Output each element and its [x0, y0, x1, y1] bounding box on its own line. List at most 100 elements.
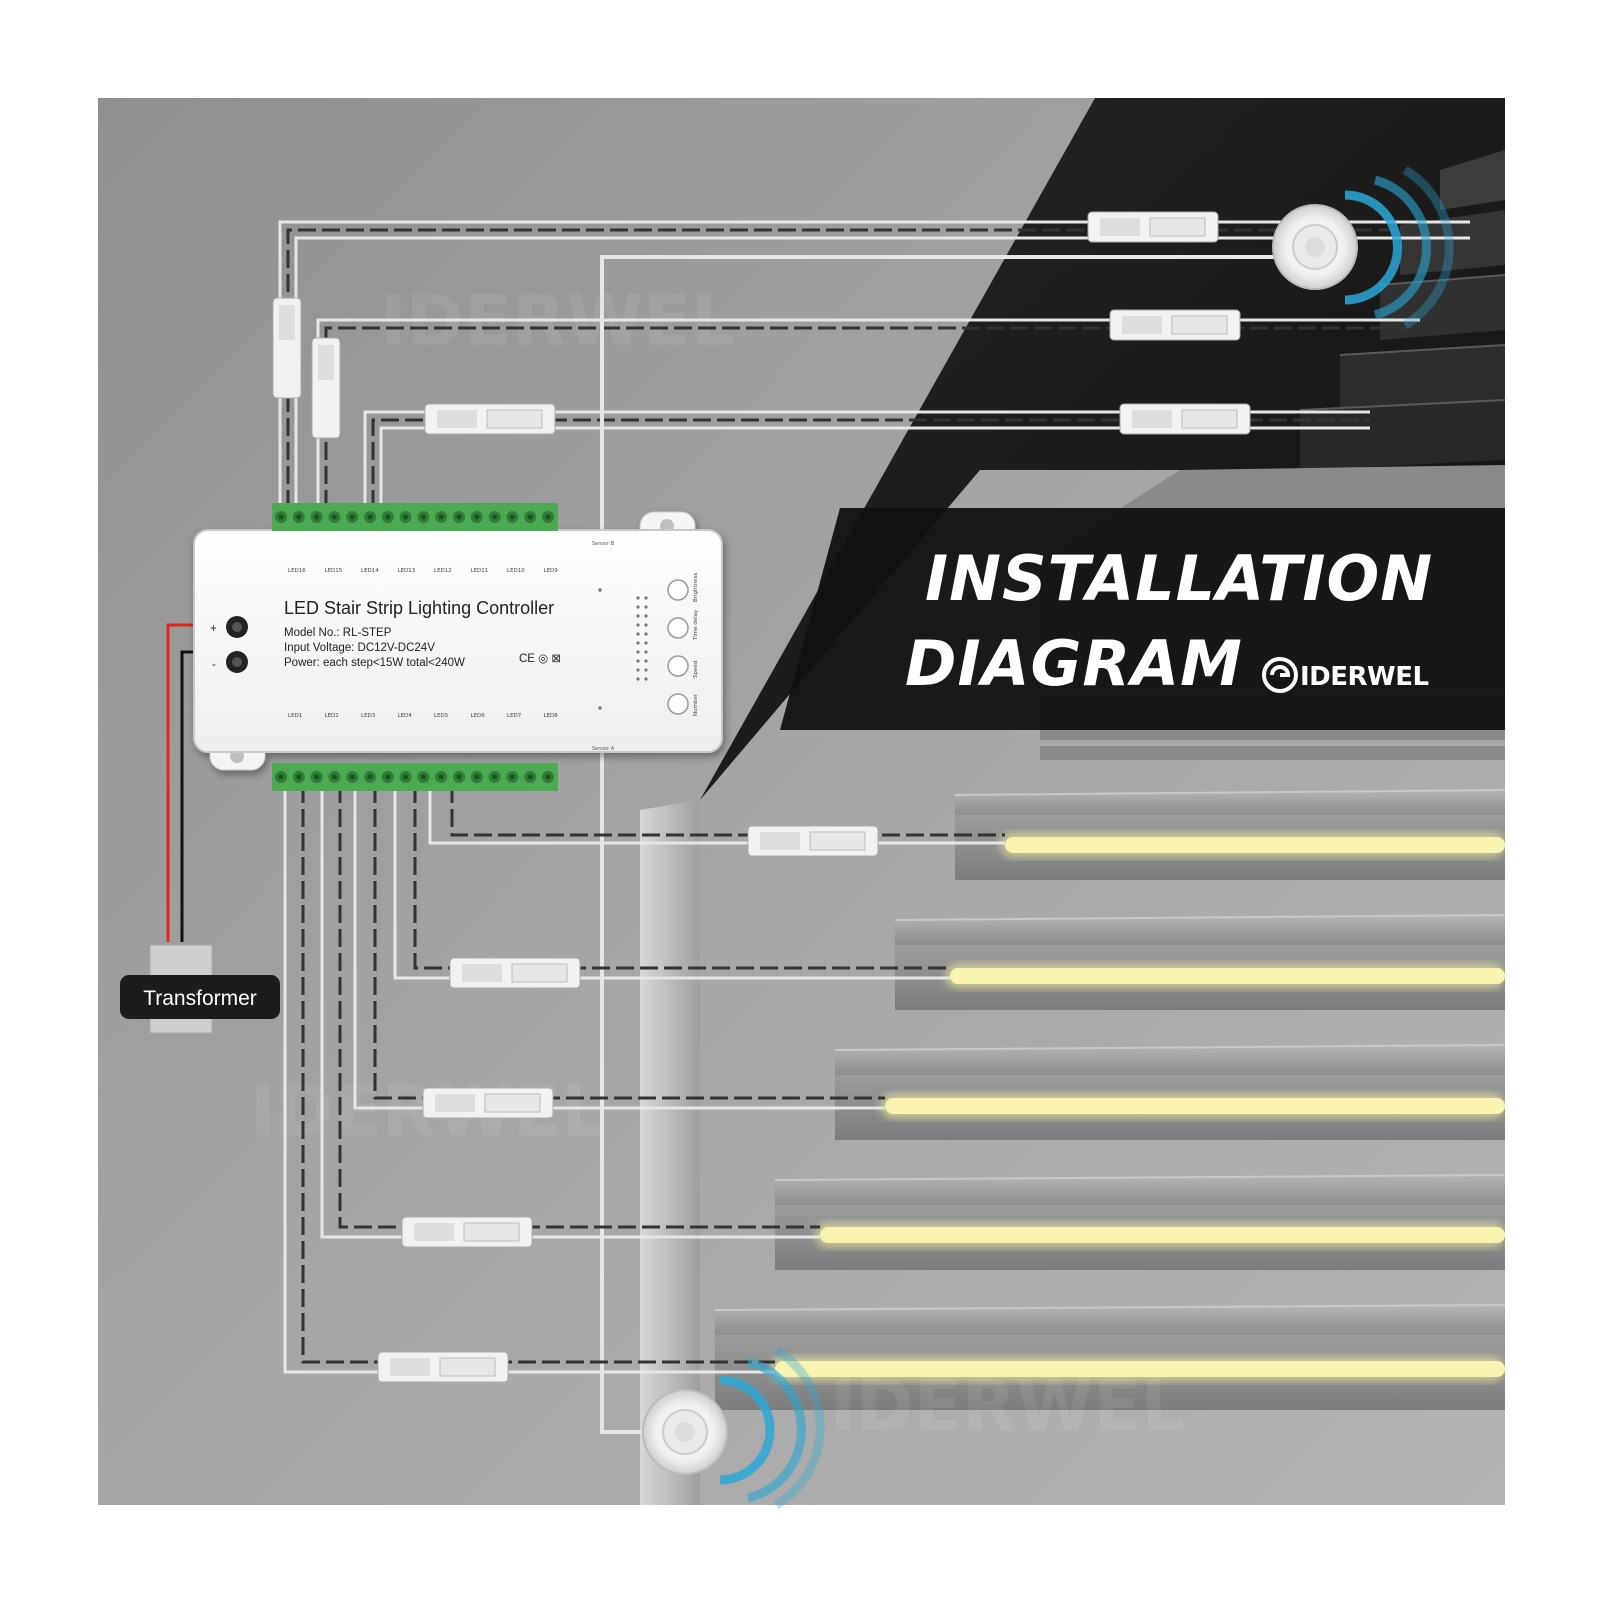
terminal-screw-slot [438, 514, 444, 520]
terminal-screw-slot [331, 774, 337, 780]
connector [377, 1351, 509, 1383]
transformer: Transformer [120, 944, 280, 1034]
terminal-screw-slot [367, 774, 373, 780]
indicator-dots [598, 588, 648, 710]
led-port-label: LED10 [507, 568, 525, 574]
terminal-screw-slot [420, 514, 426, 520]
led-port-label: LED1 [288, 713, 302, 719]
wall-column [640, 800, 700, 1505]
controller-button[interactable] [667, 693, 689, 715]
indicator-dot [644, 623, 648, 627]
indicator-dot [644, 659, 648, 663]
led-port-label: LED7 [507, 713, 522, 719]
indicator-dot [636, 668, 640, 672]
terminal-screw-slot [545, 514, 551, 520]
terminal-screw-slot [403, 514, 409, 520]
terminal-screw-slot [492, 774, 498, 780]
connector [449, 957, 581, 989]
wiring [166, 220, 1470, 1434]
sensor-a-label: Sensor A [592, 746, 615, 752]
controller [193, 511, 723, 771]
title-line-1: INSTALLATION [925, 542, 1433, 615]
indicator-dot [598, 706, 602, 710]
terminal-screw-slot [314, 514, 320, 520]
terminal-screw-slot [296, 514, 302, 520]
connector [1087, 211, 1219, 243]
led-port-label: LED11 [471, 568, 489, 574]
indicator-dot [636, 605, 640, 609]
indicator-dot [644, 650, 648, 654]
led-port-label: LED6 [471, 713, 486, 719]
led-strip [880, 1093, 1505, 1119]
indicator-dot [644, 668, 648, 672]
indicator-dot [636, 614, 640, 618]
terminal-screw-slot [314, 774, 320, 780]
led-strip [770, 1356, 1505, 1382]
indicator-dot [598, 588, 602, 592]
connectors [272, 211, 1251, 1383]
led-port-label: LED13 [398, 568, 416, 574]
terminal-screw-slot [545, 774, 551, 780]
indicator-dot [636, 677, 640, 681]
terminal-screw-slot [278, 514, 284, 520]
title-banner: INSTALLATION DIAGRAM IDERWEL [780, 508, 1505, 730]
terminal-screw-slot [367, 514, 373, 520]
led-port-label: LED3 [361, 713, 376, 719]
dc-minus-label: - [212, 659, 216, 671]
dc-plus-label: + [210, 623, 217, 635]
connector [747, 825, 879, 857]
motion-sensor-bottom [642, 1346, 825, 1509]
sensor-b-label: Sensor B [592, 541, 615, 547]
controller-input-voltage: Input Voltage: DC12V-DC24V [284, 642, 435, 654]
controller-button[interactable] [667, 655, 689, 677]
led-strip [945, 963, 1505, 989]
terminal-screw-slot [527, 514, 533, 520]
indicator-dot [636, 596, 640, 600]
controller-button[interactable] [667, 579, 689, 601]
upper-stairs [1299, 150, 1506, 470]
led-strip [1000, 832, 1505, 858]
led-port-label: LED14 [361, 568, 379, 574]
motion-sensor-top [1272, 166, 1454, 329]
transformer-label: Transformer [143, 987, 257, 1010]
controller-button-label: Speed [693, 661, 699, 678]
connector [422, 1087, 554, 1119]
led-port-label: LED15 [325, 568, 343, 574]
indicator-dot [636, 623, 640, 627]
connector [424, 403, 556, 435]
terminal-screw-slot [474, 514, 480, 520]
controller-button-label: Brightness [693, 573, 699, 602]
led-port-label: LED16 [288, 568, 306, 574]
indicator-dot [644, 614, 648, 618]
terminal-screw-slot [296, 774, 302, 780]
lower-stairs [714, 789, 1506, 1410]
controller-power: Power: each step<15W total<240W [284, 657, 465, 669]
controller-button[interactable] [667, 617, 689, 639]
terminal-screw-slot [385, 514, 391, 520]
connector [1119, 403, 1251, 435]
terminal-screw-slot [331, 514, 337, 520]
controller-button-label: Time delay [693, 609, 699, 641]
top-wires [278, 220, 1470, 1434]
watermark-text: IDERWEL [830, 1365, 1186, 1447]
controller-name: LED Stair Strip Lighting Controller [284, 598, 554, 618]
led-port-label: LED12 [434, 568, 452, 574]
controller-model: Model No.: RL-STEP [284, 627, 392, 639]
terminal-screw-slot [456, 514, 462, 520]
brand-name: IDERWEL [1300, 662, 1429, 692]
led-port-label: LED8 [544, 713, 559, 719]
terminal-screw-slot [438, 774, 444, 780]
led-port-label: LED5 [434, 713, 449, 719]
indicator-dot [636, 632, 640, 636]
transformer-label-box [120, 975, 280, 1019]
title-line-2: DIAGRAM [905, 627, 1243, 700]
connector [1109, 309, 1241, 341]
brand-logo-icon [1262, 657, 1298, 693]
controller-button-label: Number [693, 693, 699, 716]
terminal-screw-slot [349, 774, 355, 780]
indicator-dot [644, 632, 648, 636]
indicator-dot [636, 650, 640, 654]
led-strips [770, 832, 1505, 1382]
